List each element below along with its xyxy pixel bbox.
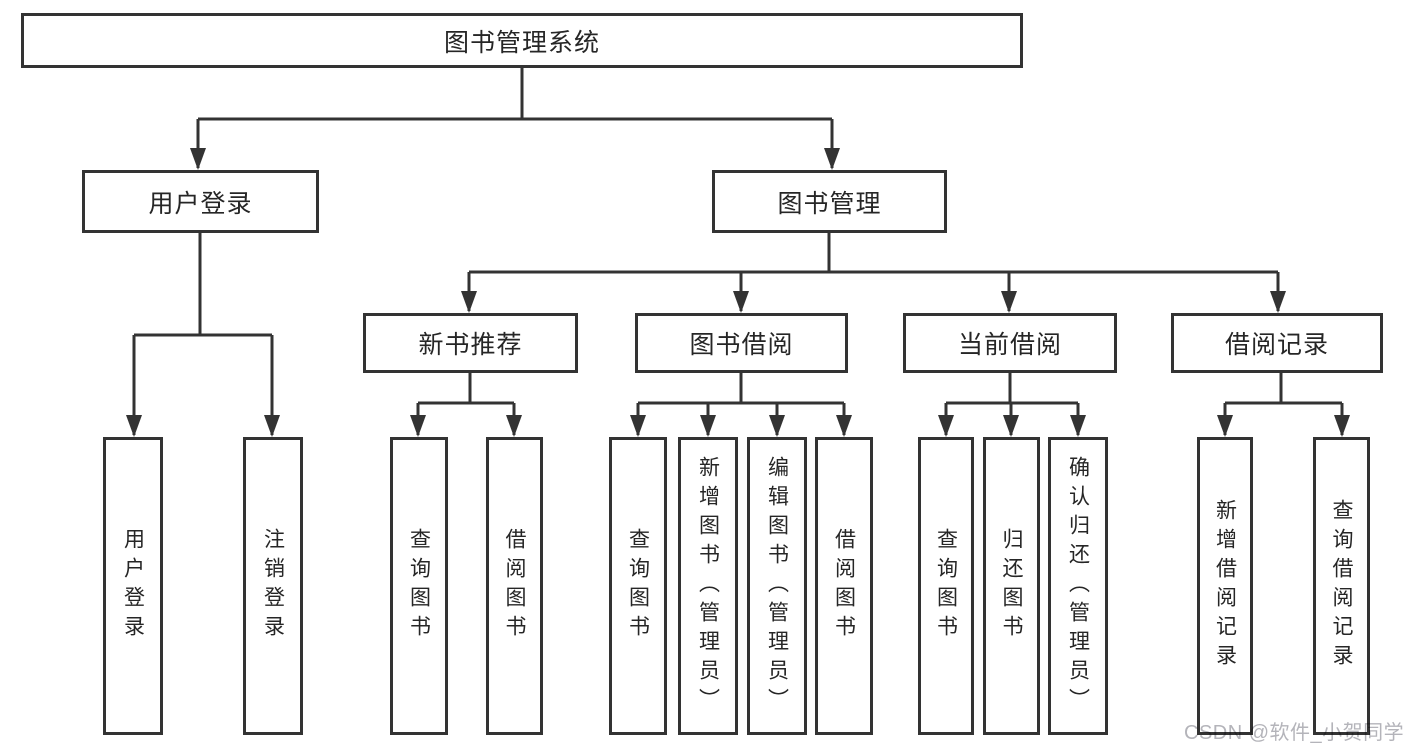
arrowhead-icon bbox=[1217, 415, 1233, 437]
node-label: 借阅记录 bbox=[1224, 331, 1329, 359]
connector-user-login-to-leaves bbox=[126, 233, 280, 437]
arrowhead-icon bbox=[1003, 415, 1019, 437]
arrowhead-icon bbox=[1270, 291, 1286, 313]
arrowhead-icon bbox=[836, 415, 852, 437]
node-library-management-system: 图书管理系统 bbox=[21, 13, 1023, 68]
arrowhead-icon bbox=[1334, 415, 1350, 437]
watermark: CSDN @软件_小贺同学 bbox=[1184, 722, 1405, 744]
leaf-label: 注销登录 bbox=[261, 528, 285, 644]
leaf-query-borrow-record: 查询借阅记录 bbox=[1313, 437, 1370, 735]
leaf-query-books-recommend: 查询图书 bbox=[390, 437, 448, 735]
arrowhead-icon bbox=[264, 415, 280, 437]
node-borrow-records: 借阅记录 bbox=[1171, 313, 1383, 373]
arrowhead-icon bbox=[461, 291, 477, 313]
node-current-borrow: 当前借阅 bbox=[903, 313, 1117, 373]
arrowhead-icon bbox=[410, 415, 426, 437]
leaf-user-login: 用户登录 bbox=[103, 437, 163, 735]
node-label: 用户登录 bbox=[148, 189, 253, 218]
arrowhead-icon bbox=[190, 148, 206, 170]
node-label: 新书推荐 bbox=[418, 331, 523, 359]
leaf-label: 查询图书 bbox=[626, 528, 650, 644]
arrowhead-icon bbox=[1001, 291, 1017, 313]
leaf-confirm-return-admin: 确认归还（管理员） bbox=[1048, 437, 1108, 735]
leaf-logout: 注销登录 bbox=[243, 437, 303, 735]
node-label: 图书借阅 bbox=[689, 331, 794, 359]
leaf-label: 借阅图书 bbox=[832, 528, 856, 644]
leaf-label: 查询图书 bbox=[934, 528, 958, 644]
arrowhead-icon bbox=[769, 415, 785, 437]
leaf-query-books-current: 查询图书 bbox=[918, 437, 974, 735]
leaf-label: 查询借阅记录 bbox=[1330, 499, 1353, 673]
leaf-return-books: 归还图书 bbox=[983, 437, 1040, 735]
leaf-label: 新增借阅记录 bbox=[1213, 499, 1237, 673]
leaf-label: 编辑图书（管理员） bbox=[765, 455, 789, 717]
arrowhead-icon bbox=[733, 291, 749, 313]
leaf-add-borrow-record: 新增借阅记录 bbox=[1197, 437, 1253, 735]
connector-book-borrow-to-leaves bbox=[630, 372, 852, 437]
connector-borrow-records-to-leaves bbox=[1217, 372, 1350, 437]
arrowhead-icon bbox=[938, 415, 954, 437]
connector-current-borrow-to-leaves bbox=[938, 372, 1086, 437]
node-book-management: 图书管理 bbox=[712, 170, 947, 233]
leaf-label: 新增图书（管理员） bbox=[696, 455, 720, 717]
leaf-label: 确认归还（管理员） bbox=[1066, 455, 1090, 717]
connector-new-book-recommend-to-leaves bbox=[410, 372, 522, 437]
connector-root-to-level2 bbox=[190, 68, 840, 170]
leaf-borrow-books-recommend: 借阅图书 bbox=[486, 437, 543, 735]
node-label: 图书管理系统 bbox=[443, 28, 600, 57]
leaf-label: 借阅图书 bbox=[503, 528, 526, 644]
arrowhead-icon bbox=[126, 415, 142, 437]
node-label: 图书管理 bbox=[777, 189, 882, 218]
node-book-borrow: 图书借阅 bbox=[635, 313, 848, 373]
arrowhead-icon bbox=[630, 415, 646, 437]
leaf-label: 查询图书 bbox=[407, 528, 431, 644]
connector-book-management-to-level3 bbox=[461, 233, 1286, 313]
leaf-edit-books-admin: 编辑图书（管理员） bbox=[747, 437, 807, 735]
arrowhead-icon bbox=[700, 415, 716, 437]
arrowhead-icon bbox=[506, 415, 522, 437]
arrowhead-icon bbox=[824, 148, 840, 170]
leaf-borrow-books: 借阅图书 bbox=[815, 437, 873, 735]
arrowhead-icon bbox=[1070, 415, 1086, 437]
leaf-label: 用户登录 bbox=[121, 528, 145, 644]
leaf-add-books-admin: 新增图书（管理员） bbox=[678, 437, 738, 735]
node-new-book-recommend: 新书推荐 bbox=[363, 313, 578, 373]
leaf-query-books-borrow: 查询图书 bbox=[609, 437, 667, 735]
node-label: 当前借阅 bbox=[957, 331, 1062, 359]
node-user-login: 用户登录 bbox=[82, 170, 319, 233]
leaf-label: 归还图书 bbox=[1000, 528, 1023, 644]
